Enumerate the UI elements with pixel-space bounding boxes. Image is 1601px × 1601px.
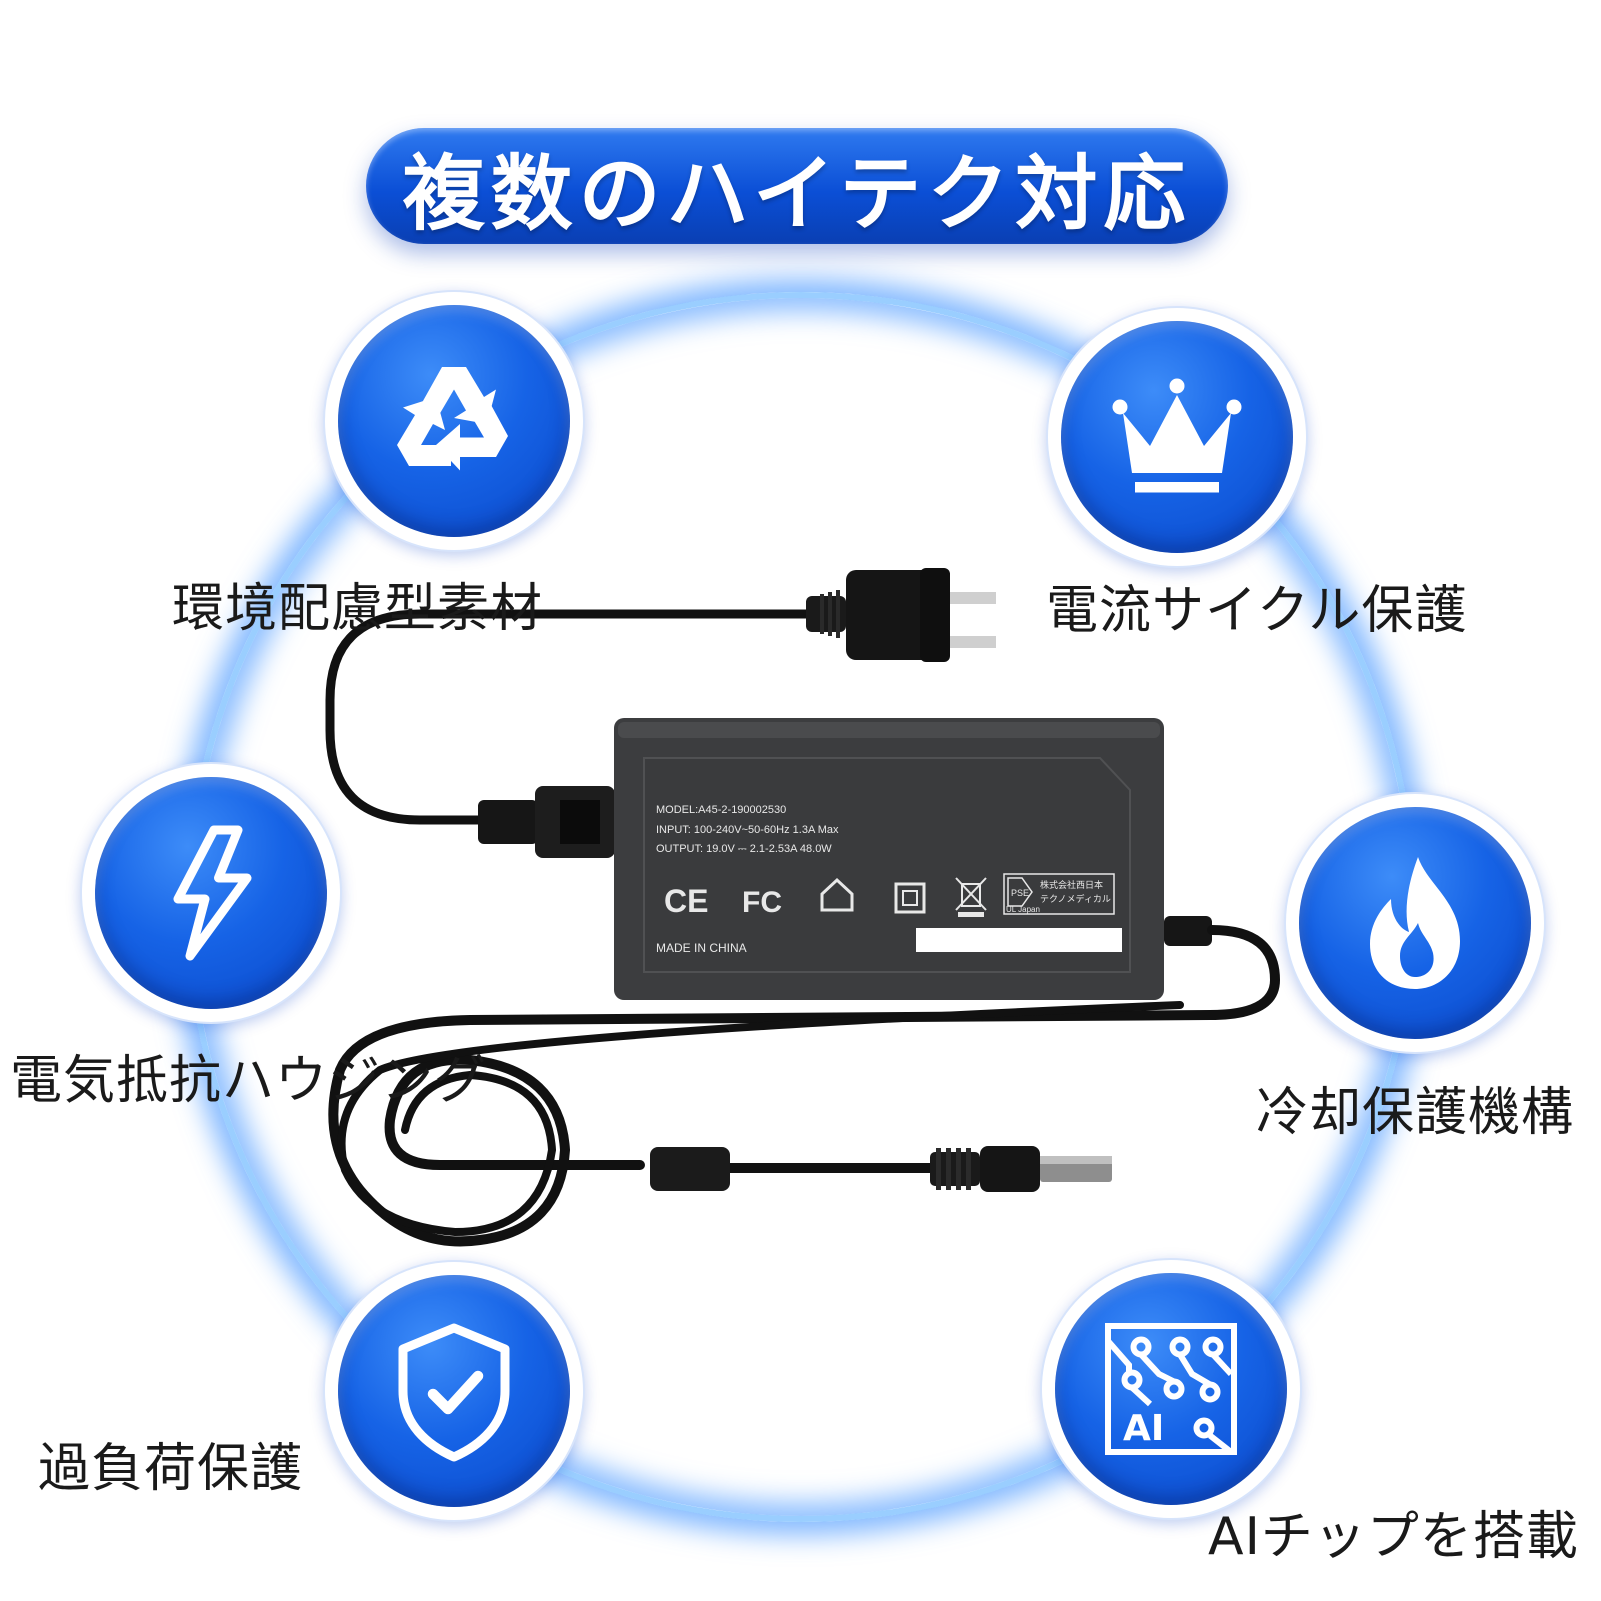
recycle-icon xyxy=(397,367,508,471)
shield-check-icon xyxy=(398,1323,510,1462)
feature-label-cooling: 冷却保護機構 xyxy=(1256,1083,1575,1143)
ai-chip-icon: AI xyxy=(1105,1323,1237,1455)
feature-label-current-cycle: 電流サイクル保護 xyxy=(1046,581,1468,641)
badge-crown xyxy=(1046,306,1308,568)
lightning-icon xyxy=(173,825,252,961)
ai-chip-text: AI xyxy=(1123,1408,1164,1449)
page-title: 複数のハイテク対応 xyxy=(402,146,1192,242)
badge-ai-chip: AI xyxy=(1040,1258,1302,1520)
feature-label-resistance-housing: 電気抵抗ハウジング xyxy=(10,1051,488,1111)
title-banner: 複数のハイテク対応 xyxy=(366,128,1228,244)
badge-lightning xyxy=(80,762,342,1024)
crown-icon xyxy=(1112,378,1242,493)
badge-shield xyxy=(323,1260,585,1522)
badge-flame xyxy=(1284,792,1546,1054)
feature-label-eco-material: 環境配慮型素材 xyxy=(172,579,544,639)
feature-label-ai-chip: AIチップを搭載 xyxy=(1208,1507,1579,1567)
flame-icon xyxy=(1370,857,1460,989)
feature-label-overload: 過負荷保護 xyxy=(38,1439,304,1499)
badge-recycle xyxy=(323,290,585,552)
